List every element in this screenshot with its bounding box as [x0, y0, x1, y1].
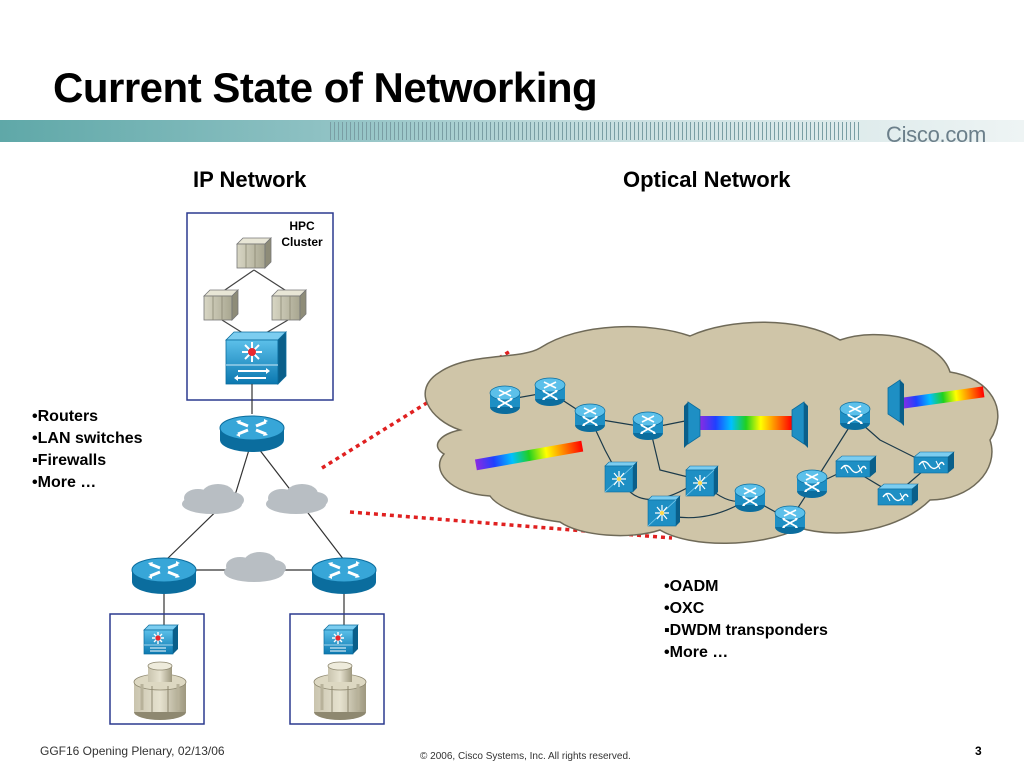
- cisco-logo[interactable]: Cisco.com: [886, 122, 986, 147]
- list-item: •LAN switches: [32, 430, 143, 447]
- multilayer-switch-icon: [225, 331, 287, 385]
- server-icon: [236, 237, 272, 269]
- page-number: 3: [975, 744, 982, 758]
- server-icon: [271, 289, 307, 321]
- storage-icon: [312, 660, 368, 722]
- oxc-icon: [734, 483, 766, 513]
- storage-icon: [132, 660, 188, 722]
- hpc-label-line1: HPC: [289, 219, 315, 233]
- ip-network-heading: IP Network: [193, 167, 307, 192]
- hpc-label-line2: Cluster: [281, 235, 323, 249]
- optical-network-heading: Optical Network: [623, 167, 791, 192]
- dwdm-transponder-icon: [835, 455, 877, 478]
- oadm-icon: [604, 461, 638, 493]
- ip-cloud: [266, 484, 328, 514]
- router-icon: [310, 556, 378, 596]
- site-frame-right: [289, 613, 385, 725]
- footer-copyright: © 2006, Cisco Systems, Inc. All rights r…: [420, 751, 631, 762]
- oxc-icon: [796, 469, 828, 499]
- ip-device-list: •Routers •LAN switches ▪Firewalls •More …: [32, 406, 143, 494]
- oxc-icon: [574, 403, 606, 433]
- oxc-icon: [839, 401, 871, 431]
- wavelength-bar: [474, 440, 584, 471]
- router-icon: [130, 556, 198, 596]
- optical-device-list: •OADM •OXC ▪DWDM transponders •More …: [664, 576, 828, 664]
- server-icon: [203, 289, 239, 321]
- optical-cloud: [424, 321, 999, 544]
- wavelength-bar: [901, 386, 985, 409]
- header-banner: [0, 118, 1024, 146]
- oadm-icon: [647, 495, 681, 527]
- hpc-links: [221, 269, 289, 341]
- slide-title: Current State of Networking: [53, 64, 598, 111]
- list-item: •Routers: [32, 408, 99, 425]
- multilayer-switch-icon: [143, 624, 179, 655]
- dwdm-transponder-icon: [913, 451, 955, 474]
- oadm-icon: [685, 465, 719, 497]
- list-item: •OXC: [664, 600, 705, 617]
- list-item: •More …: [664, 644, 729, 661]
- oxc-icon: [632, 411, 664, 441]
- oxc-icon: [489, 385, 521, 415]
- list-item: ▪Firewalls: [32, 452, 107, 469]
- oxc-icon: [534, 377, 566, 407]
- list-item: •More …: [32, 474, 97, 491]
- wavelength-bar: [700, 416, 792, 430]
- ip-cloud: [224, 552, 286, 582]
- list-item: ▪DWDM transponders: [664, 622, 828, 639]
- hpc-cluster-frame: [186, 212, 334, 401]
- list-item: •OADM: [664, 578, 719, 595]
- router-icon: [218, 414, 286, 454]
- ip-cloud: [182, 484, 244, 514]
- oxc-icon: [774, 505, 806, 535]
- multilayer-switch-icon: [323, 624, 359, 655]
- dwdm-transponder-icon: [877, 483, 919, 506]
- footer-event: GGF16 Opening Plenary, 02/13/06: [40, 744, 225, 758]
- site-frame-left: [109, 613, 205, 725]
